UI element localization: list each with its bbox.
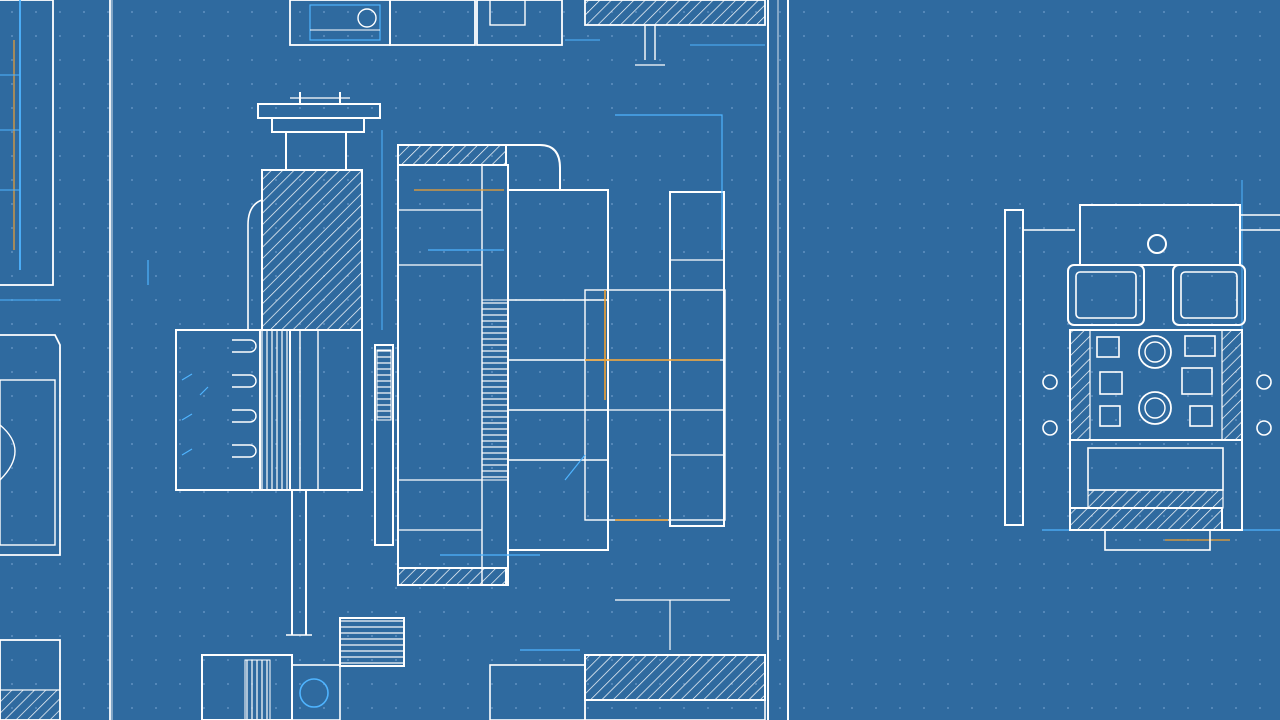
right-end-view	[1004, 204, 1280, 551]
main-assembly-section-view	[175, 0, 789, 720]
top-partial-assembly	[289, 0, 766, 66]
left-edge-partial-elevation	[0, 0, 113, 720]
